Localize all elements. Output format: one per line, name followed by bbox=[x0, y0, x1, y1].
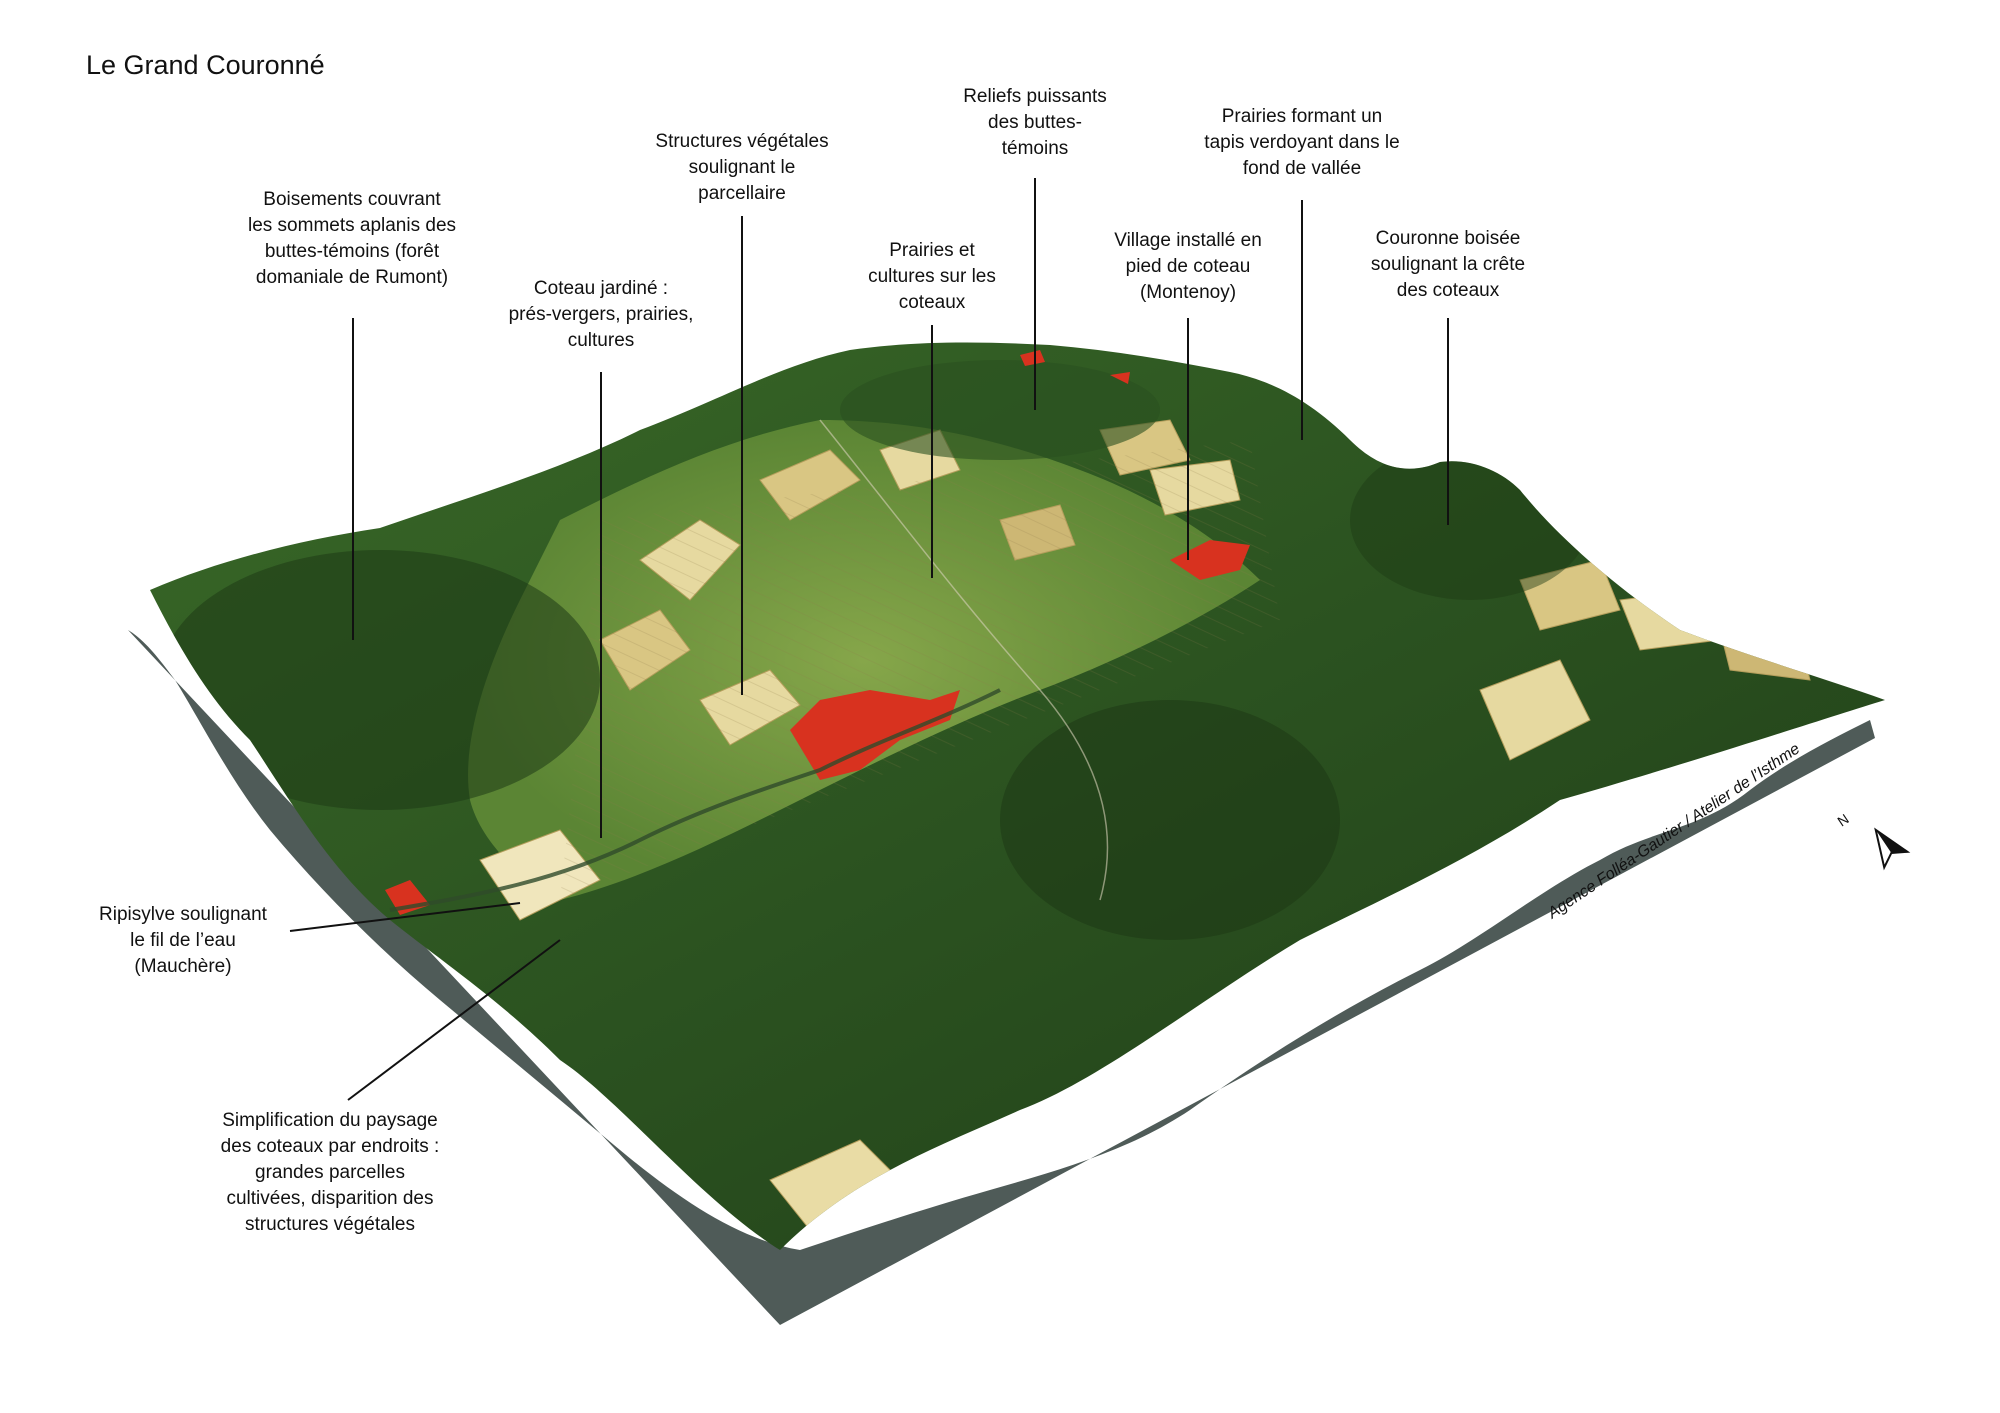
leader-ripisylve bbox=[289, 902, 521, 932]
forest-hill-south bbox=[1000, 700, 1340, 940]
villages bbox=[385, 350, 1250, 915]
forest-ridge-north bbox=[840, 360, 1160, 460]
label-prairies-cultures: Prairies et cultures sur les coteaux bbox=[868, 240, 996, 313]
forest-hill-left bbox=[160, 550, 600, 810]
label-coteau-jardine: Coteau jardiné : prés-vergers, prairies,… bbox=[508, 278, 694, 351]
label-couronne: Couronne boisée soulignant la crête des … bbox=[1370, 228, 1526, 301]
north-arrow-icon bbox=[1874, 827, 1911, 871]
label-village: Village installé en pied de coteau (Mont… bbox=[1114, 230, 1262, 303]
label-boisements: Boisements couvrant les sommets aplanis … bbox=[247, 189, 457, 288]
label-prairies-tapis: Prairies formant un tapis verdoyant dans… bbox=[1204, 106, 1400, 179]
forest-hill-east bbox=[1350, 440, 1590, 600]
leader-simplification bbox=[347, 939, 561, 1101]
page-title: Le Grand Couronné bbox=[86, 50, 325, 80]
label-ripisylve: Ripisylve soulignant le fil de l’eau (Ma… bbox=[99, 904, 267, 977]
label-simplification: Simplification du paysage des coteaux pa… bbox=[220, 1110, 440, 1235]
label-reliefs: Reliefs puissants des buttes- témoins bbox=[963, 86, 1107, 159]
label-structures-vegetales: Structures végétales soulignant le parce… bbox=[655, 131, 829, 204]
road bbox=[819, 419, 1109, 901]
leader-lines bbox=[289, 178, 1449, 1101]
river bbox=[389, 688, 1001, 912]
